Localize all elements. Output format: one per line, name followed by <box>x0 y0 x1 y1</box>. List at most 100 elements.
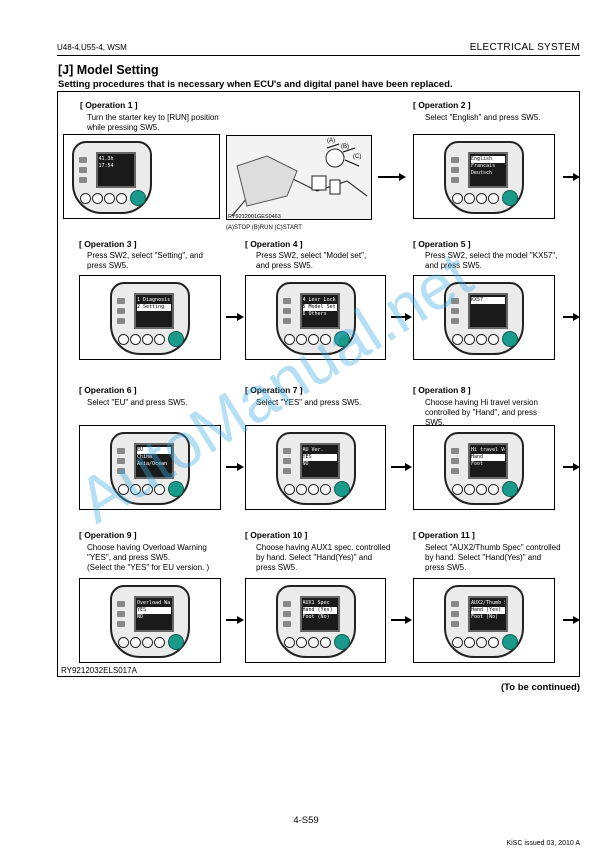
panel-button-sw2[interactable] <box>130 636 141 648</box>
fuel-icon <box>451 317 459 324</box>
panel-button-sw1[interactable] <box>283 483 295 495</box>
panel-button-sw1[interactable] <box>283 636 295 648</box>
arrow-right-icon <box>563 463 580 471</box>
gear-icon <box>451 610 459 617</box>
starter-key-image: (A) (B) (C) <box>226 135 372 220</box>
panel-button-sw4[interactable] <box>488 636 499 648</box>
panel-button-sw5[interactable] <box>333 480 350 497</box>
panel-button-sw2[interactable] <box>295 333 307 345</box>
warning-icon <box>451 156 459 163</box>
lcd-line: Hand <box>471 453 505 461</box>
lcd-line: Hand (Yes) <box>471 606 505 614</box>
operation-instruction: Select "YES" and press SW5. <box>256 398 362 407</box>
panel-button-row <box>283 633 354 651</box>
panel-button-sw4[interactable] <box>154 333 165 345</box>
panel-button-sw2[interactable] <box>130 333 141 345</box>
panel-button-sw5[interactable] <box>502 633 518 650</box>
panel-button-sw1[interactable] <box>118 333 129 345</box>
issue-note: KiSC issued 03, 2010 A <box>506 840 580 847</box>
fuel-icon <box>117 317 125 324</box>
panel-button-sw1[interactable] <box>283 333 295 345</box>
arrow-right-icon <box>226 313 244 321</box>
panel-button-sw5[interactable] <box>168 480 184 497</box>
panel-button-sw2[interactable] <box>91 192 103 204</box>
arrow-right-icon <box>563 616 580 624</box>
panel-button-sw5[interactable] <box>333 633 350 650</box>
panel-button-sw5[interactable] <box>129 189 146 206</box>
panel-button-sw4[interactable] <box>488 333 499 345</box>
gear-icon <box>117 457 125 464</box>
panel-button-sw5[interactable] <box>168 633 184 650</box>
lcd-line: Foot (No) <box>302 613 330 620</box>
panel-button-sw4[interactable] <box>319 636 331 648</box>
panel-button-sw1[interactable] <box>452 483 463 495</box>
panel-button-sw1[interactable] <box>452 636 463 648</box>
fuel-icon <box>282 620 291 627</box>
gear-icon <box>282 307 291 314</box>
panel-button-sw4[interactable] <box>319 333 331 345</box>
panel-button-sw1[interactable] <box>452 333 463 345</box>
panel-button-sw3[interactable] <box>476 483 487 495</box>
digital-panel-photo: Overload WarningYESNO <box>79 578 221 663</box>
figure-label: RY9212032ELS017A <box>61 666 137 675</box>
panel-button-sw3[interactable] <box>476 636 487 648</box>
panel-button-sw3[interactable] <box>103 192 115 204</box>
digital-panel: Overload WarningYESNO <box>110 584 190 658</box>
panel-button-sw1[interactable] <box>118 483 129 495</box>
panel-button-sw5[interactable] <box>502 480 518 497</box>
panel-button-row <box>452 330 522 348</box>
panel-button-sw2[interactable] <box>130 483 141 495</box>
header-rule <box>57 55 580 56</box>
panel-button-sw2[interactable] <box>464 483 475 495</box>
panel-button-sw2[interactable] <box>464 333 475 345</box>
panel-button-sw3[interactable] <box>307 333 319 345</box>
fuel-icon <box>451 467 459 474</box>
arrow-right-icon <box>378 173 406 181</box>
panel-button-sw2[interactable] <box>295 636 307 648</box>
panel-button-sw3[interactable] <box>142 636 153 648</box>
panel-button-sw2[interactable] <box>464 636 475 648</box>
lcd-line: Hand (Yes) <box>302 606 337 614</box>
panel-button-sw5[interactable] <box>333 330 350 347</box>
operation-instruction: Press SW2, select "Setting", and press S… <box>87 251 203 270</box>
panel-button-sw1[interactable] <box>452 192 463 204</box>
panel-button-sw3[interactable] <box>142 483 153 495</box>
panel-button-sw3[interactable] <box>307 636 319 648</box>
panel-button-sw1[interactable] <box>118 636 129 648</box>
panel-button-sw4[interactable] <box>488 483 499 495</box>
panel-button-sw3[interactable] <box>142 333 153 345</box>
key-image-code: RY9212001GES0463 <box>228 214 281 220</box>
lcd-line: Foot (No) <box>471 613 499 620</box>
panel-button-sw3[interactable] <box>307 483 319 495</box>
panel-button-sw4[interactable] <box>115 192 127 204</box>
gear-icon <box>78 166 87 173</box>
gear-icon <box>117 307 125 314</box>
panel-button-sw3[interactable] <box>476 192 487 204</box>
panel-button-sw5[interactable] <box>502 330 518 347</box>
gear-icon <box>117 610 125 617</box>
continued-note: (To be continued) <box>501 682 580 693</box>
operation-title: [ Operation 7 ] <box>245 385 303 395</box>
warning-icon <box>451 600 459 607</box>
warning-icon <box>282 297 291 304</box>
panel-button-sw2[interactable] <box>295 483 307 495</box>
panel-button-sw5[interactable] <box>168 330 184 347</box>
panel-button-sw4[interactable] <box>488 192 499 204</box>
panel-button-sw2[interactable] <box>464 192 475 204</box>
panel-button-sw1[interactable] <box>79 192 91 204</box>
panel-button-sw4[interactable] <box>154 483 165 495</box>
panel-button-sw3[interactable] <box>476 333 487 345</box>
operation-title: [ Operation 5 ] <box>413 239 471 249</box>
panel-button-sw4[interactable] <box>319 483 331 495</box>
panel-button-sw5[interactable] <box>502 189 518 206</box>
panel-button-sw4[interactable] <box>154 636 165 648</box>
lcd-line: Asia/Ocean <box>137 460 168 467</box>
panel-button-row <box>118 633 188 651</box>
